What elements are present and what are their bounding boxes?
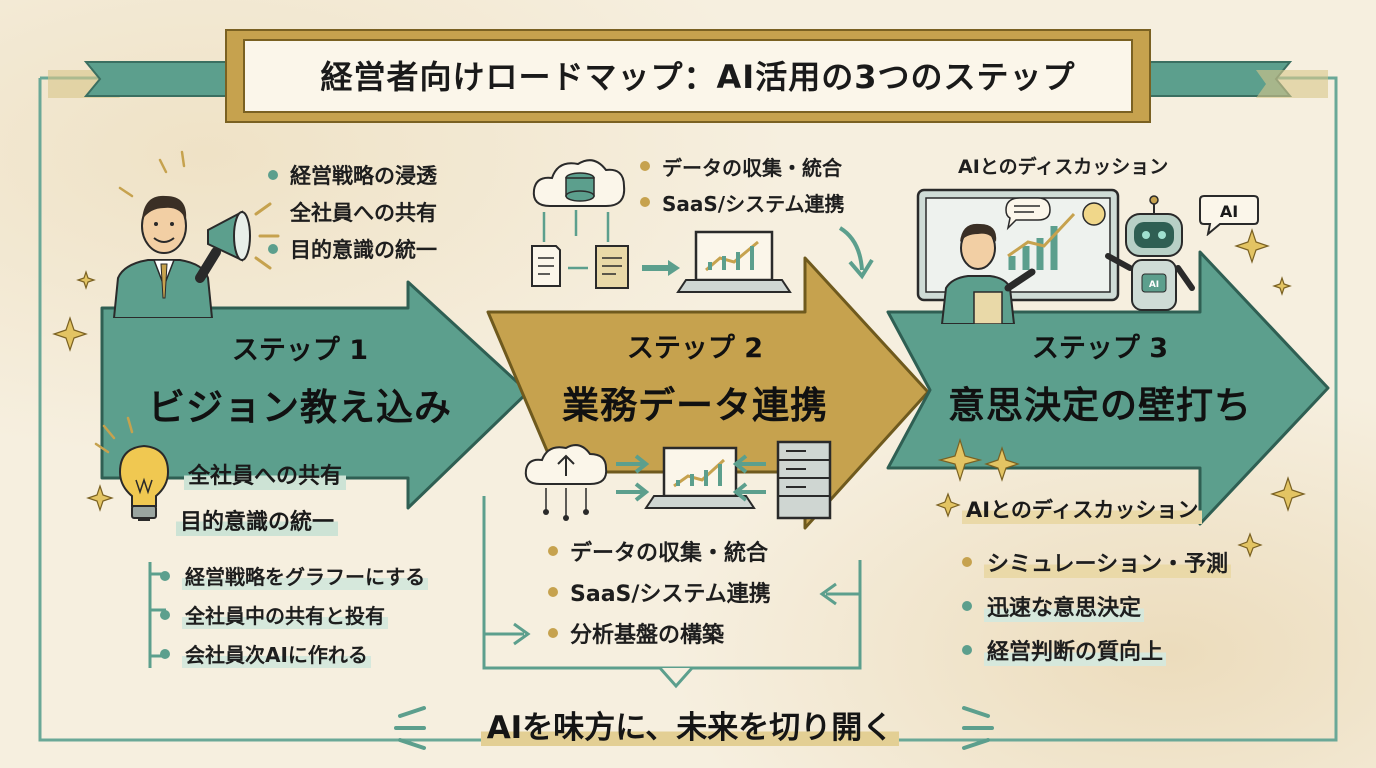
step1-label: ステップ 1 ビジョン教え込み (108, 328, 492, 431)
bullet-dot-icon (548, 586, 558, 597)
step1-bottom-bullets: 経営戦略をグラフーにする 全社員中の共有と投有 会社員次AIに作れる (160, 556, 429, 673)
step3-top-caption: AIとのディスカッション (958, 156, 1169, 178)
list-item: 会社員次AIに作れる (160, 634, 428, 673)
sparkle-icon (1270, 476, 1306, 512)
list-item: 経営戦略の浸透 (268, 156, 437, 193)
bullet-dot-icon (160, 570, 170, 581)
bullet-dot-icon (160, 648, 170, 659)
bullet-dot-icon (962, 557, 972, 567)
step1-highlight-1: 全社員への共有 (184, 458, 347, 490)
data-integration-icons (531, 159, 792, 293)
step2-number: ステップ 2 (626, 333, 764, 364)
sparkle-icon (984, 446, 1020, 482)
bullet-dot-icon (640, 197, 650, 207)
step3-number: ステップ 3 (1031, 333, 1169, 364)
list-item: 全社員への共有 (290, 200, 437, 225)
sparkle-icon (76, 270, 96, 290)
step2-label: ステップ 2 業務データ連携 (520, 326, 870, 429)
step3-title: 意思決定の壁打ち (948, 384, 1252, 427)
step1-top-bullets: 経営戦略の浸透 全社員への共有 目的意識の統一 (268, 156, 437, 267)
step2-title: 業務データ連携 (562, 384, 828, 427)
step2-bottom-bullets: データの収集・統合 SaaS/システム連携 分析基盤の構築 (548, 530, 771, 653)
sparkle-icon (52, 316, 88, 352)
sparkle-icon (1237, 532, 1263, 558)
robot-chest-label: AI (1149, 280, 1159, 290)
step3-bottom-bullets: シミュレーション・予測 迅速な意思決定 経営判断の質向上 (962, 540, 1232, 672)
bullet-dot-icon (548, 545, 558, 556)
slogan: AIを味方に、未来を切り開く (430, 702, 950, 747)
list-item: データの収集・統合 (548, 530, 771, 571)
sparkle-icon (937, 437, 983, 483)
businessman-robot-discussion-icon: AI (916, 188, 1195, 324)
sparkle-icon (1234, 228, 1270, 264)
list-item: SaaS/システム連携 (640, 184, 845, 220)
list-item: 経営判断の質向上 (962, 628, 1231, 672)
page-title: 経営者向けロードマップ：AI活用の3つのステップ (320, 58, 1076, 96)
bullet-dot-icon (160, 609, 170, 620)
bullet-dot-icon (268, 169, 278, 180)
list-item: SaaS/システム連携 (548, 571, 771, 612)
list-item: 目的意識の統一 (268, 230, 437, 267)
step3-label: ステップ 3 意思決定の壁打ち (930, 326, 1270, 429)
list-item: 分析基盤の構築 (548, 612, 771, 653)
step1-title: ビジョン教え込み (148, 386, 452, 429)
bubble-label: AI (1220, 202, 1238, 221)
businessman-megaphone-icon (112, 195, 280, 318)
step3-highlight: AIとのディスカッション (962, 494, 1203, 524)
step1-number: ステップ 1 (231, 335, 369, 366)
cloud-laptop-server-icons (524, 440, 832, 521)
bullet-dot-icon (640, 161, 650, 171)
sparkle-icon (86, 484, 114, 512)
step1-highlight-2: 目的意識の統一 (176, 504, 339, 536)
sparkle-icon (935, 492, 961, 518)
list-item: 全社員中の共有と投有 (160, 595, 428, 634)
ai-speech-bubble-icon: AI (1199, 195, 1259, 236)
lightbulb-icon (118, 444, 170, 521)
list-item: データの収集・統合 (640, 148, 845, 184)
list-item: 迅速な意思決定 (962, 584, 1231, 628)
list-item: シミュレーション・予測 (962, 540, 1232, 584)
bullet-dot-icon (268, 243, 278, 254)
bullet-dot-icon (962, 601, 972, 611)
list-item: 経営戦略をグラフーにする (160, 556, 429, 595)
bullet-dot-icon (962, 645, 972, 655)
step2-top-bullets: データの収集・統合 SaaS/システム連携 (640, 148, 845, 220)
bullet-dot-icon (548, 627, 558, 638)
sparkle-icon (1272, 276, 1292, 296)
